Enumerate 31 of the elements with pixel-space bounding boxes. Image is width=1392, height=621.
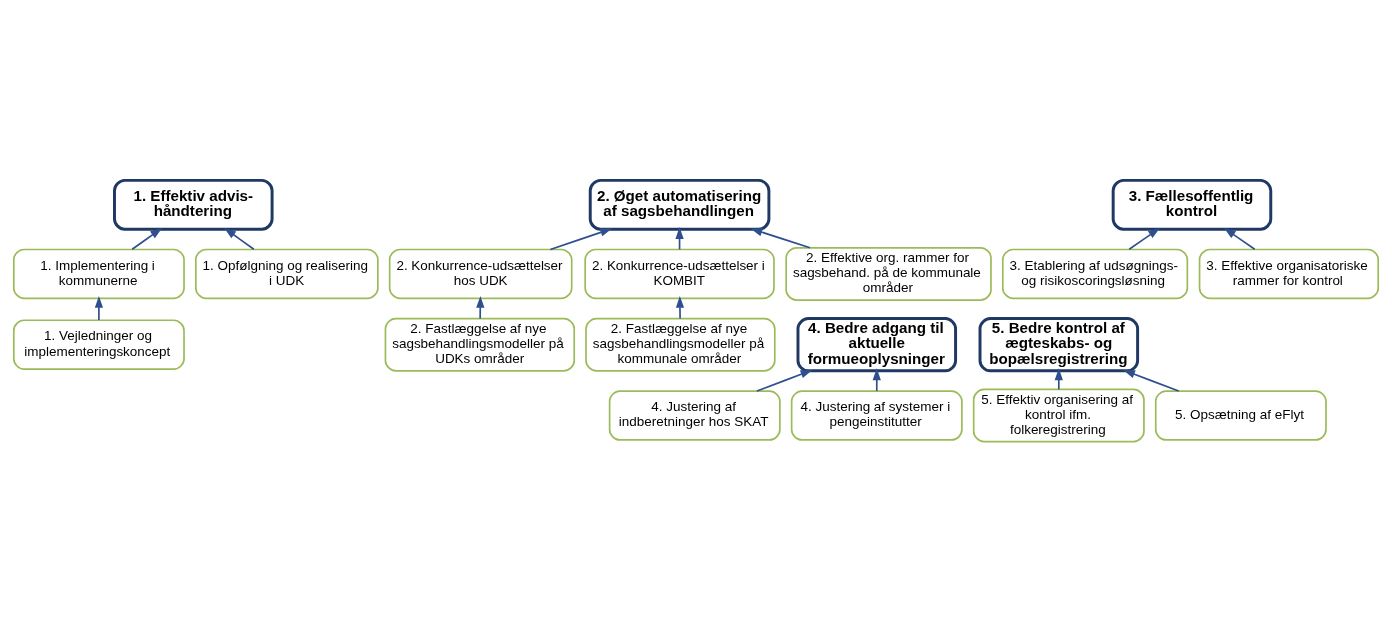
arrow xyxy=(1054,367,1063,390)
node-box: 1. Effektiv advis-håndtering xyxy=(113,178,274,231)
arrow xyxy=(750,227,811,249)
arrow xyxy=(549,227,613,250)
node-box: 4. Justering af systemer i pengeinstitutter xyxy=(790,389,963,441)
node-box: 1. Opfølgning og realisering i UDK xyxy=(194,248,379,299)
node-box: 2. Konkurrence-udsættelser i KOMBIT xyxy=(584,248,775,299)
arrow xyxy=(476,295,485,319)
arrow xyxy=(94,295,104,321)
node-box: 2. Konkurrence-udsættelser hos UDK xyxy=(388,248,573,299)
node-box: 1. Implementering i kommunerne xyxy=(12,248,185,299)
node-box: 4. Bedre adgang til aktuelle formueoplysninger xyxy=(796,316,958,372)
node-box: 3. Etablering af udsøgnings- og risikoscoringsløsning xyxy=(1001,248,1189,299)
node-box: 3. Fællesoffentlig kontrol xyxy=(1111,178,1273,231)
node-box: 2. Fastlæggelse af nye sagsbehandlingsmodeller på kommunale områder xyxy=(585,317,776,372)
arrow xyxy=(1123,369,1180,392)
arrow xyxy=(872,367,881,392)
node-box: 1. Vejledninger og implementeringskoncept xyxy=(12,318,185,370)
node-box: 4. Justering af indberetninger hos SKAT xyxy=(608,389,781,441)
arrow xyxy=(675,295,685,319)
node-box: 2. Effektive org. rammer for sagsbehand. på de kommunale områder xyxy=(785,246,992,301)
arrow xyxy=(224,227,255,250)
arrow xyxy=(1224,227,1256,250)
node-box: 5. Bedre kontrol af ægteskabs- og bopælsregistrering xyxy=(978,316,1140,372)
arrow xyxy=(1128,227,1160,250)
node-box: 5. Opsætning af eFlyt xyxy=(1154,389,1327,441)
arrow xyxy=(131,227,163,250)
node-box: 5. Effektiv organisering af kontrol ifm. folkeregistrering xyxy=(972,388,1145,442)
node-box: 2. Fastlæggelse af nye sagsbehandlingsmodeller på UDKs områder xyxy=(384,317,576,372)
node-box: 3. Effektive organisatoriske rammer for kontrol xyxy=(1198,248,1380,299)
node-box: 2. Øget automatisering af sagsbehandlingen xyxy=(588,178,771,231)
